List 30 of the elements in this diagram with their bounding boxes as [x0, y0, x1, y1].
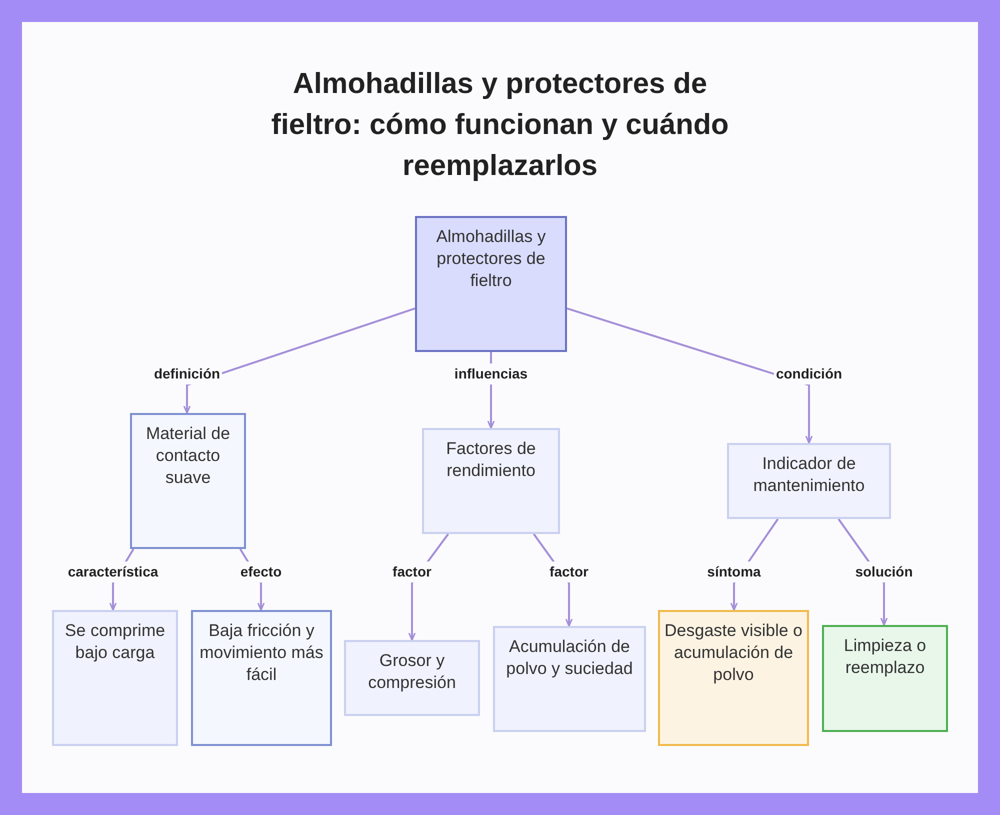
- edge-label: síntoma: [705, 562, 763, 582]
- edge-label: solución: [853, 562, 915, 582]
- concept-box: [130, 413, 246, 549]
- node-text: Desgaste visible o acumulación de polvo: [664, 620, 803, 686]
- node-text: Limpieza o reemplazo: [842, 635, 928, 679]
- concept-box: [52, 610, 178, 746]
- edge-label: característica: [66, 562, 160, 582]
- edge-label: factor: [390, 562, 434, 582]
- title: Almohadillas y protectores de fieltro: cómo funcionan y cuándo reemplazarlos: [270, 67, 730, 184]
- edge-label: factor: [548, 562, 590, 582]
- node-text: Material de contacto suave: [144, 423, 232, 489]
- concept-box: [658, 610, 809, 746]
- connector-arrow: [183, 308, 416, 414]
- node-text: Acumulación de polvo y suciedad: [505, 636, 634, 680]
- node-text: Almohadillas y protectores de fieltro: [435, 226, 547, 292]
- concept-box: [415, 216, 567, 352]
- node-text: Factores de rendimiento: [445, 438, 537, 482]
- concept-box: [191, 610, 332, 746]
- edge-label: influencias: [452, 364, 530, 384]
- concept-box: [344, 640, 480, 716]
- concept-box: [422, 428, 560, 534]
- node-text: Baja fricción y movimiento más fácil: [198, 620, 324, 686]
- concept-box: [822, 625, 948, 732]
- concept-box: [493, 626, 646, 732]
- node-text: Se comprime bajo carga: [64, 620, 166, 664]
- connector-arrow: [566, 308, 813, 444]
- concept-box: [727, 443, 891, 519]
- node-text: Indicador de mantenimiento: [752, 453, 866, 497]
- node-text: Grosor y compresión: [367, 650, 457, 694]
- edge-label: efecto: [238, 562, 284, 582]
